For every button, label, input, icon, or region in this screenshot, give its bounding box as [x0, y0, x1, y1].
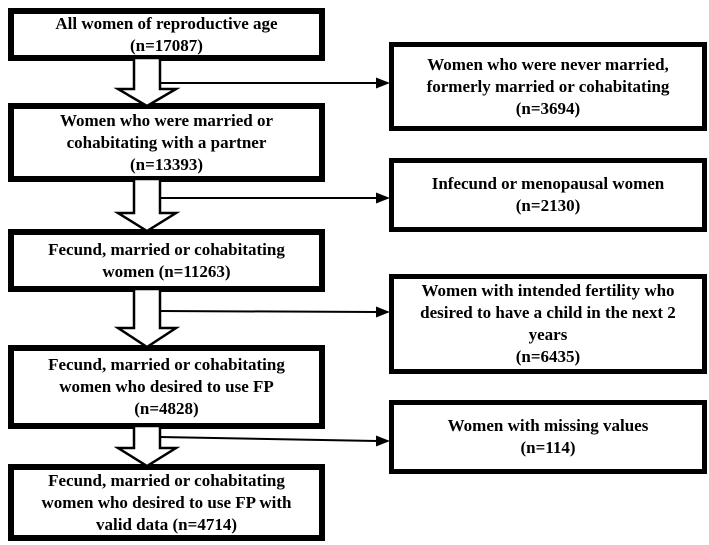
exclusion-box-never-married: Women who were never married, formerly m…: [389, 42, 707, 131]
connector-exclusion-1: [160, 77, 390, 89]
exclusion-box-intended-fertility: Women with intended fertility who desire…: [389, 274, 707, 374]
down-arrow-icon-2: [113, 177, 181, 233]
exclusion-box-infecund: Infecund or menopausal women (n=2130): [389, 158, 707, 232]
main-box-married-cohabitating: Women who were married or cohabitating w…: [8, 103, 325, 182]
connector-exclusion-3: [159, 306, 390, 318]
down-arrow-icon-3: [113, 287, 181, 349]
main-box-all-women: All women of reproductive age (n=17087): [8, 8, 325, 61]
connector-exclusion-4: [159, 435, 390, 447]
down-arrow-icon-4: [113, 424, 181, 468]
connector-exclusion-2: [160, 192, 390, 204]
right-arrowhead-icon-4: [376, 435, 390, 447]
right-arrowhead-icon-1: [376, 77, 390, 89]
right-arrowhead-icon-2: [376, 192, 390, 204]
exclusion-box-missing-values: Women with missing values (n=114): [389, 400, 707, 474]
main-box-fecund-women: Fecund, married or cohabitating women (n…: [8, 229, 325, 292]
main-box-valid-data: Fecund, married or cohabitating women wh…: [8, 464, 325, 541]
main-box-desired-fp: Fecund, married or cohabitating women wh…: [8, 345, 325, 429]
down-arrow-icon-1: [113, 56, 181, 108]
right-arrowhead-icon-3: [376, 306, 390, 318]
